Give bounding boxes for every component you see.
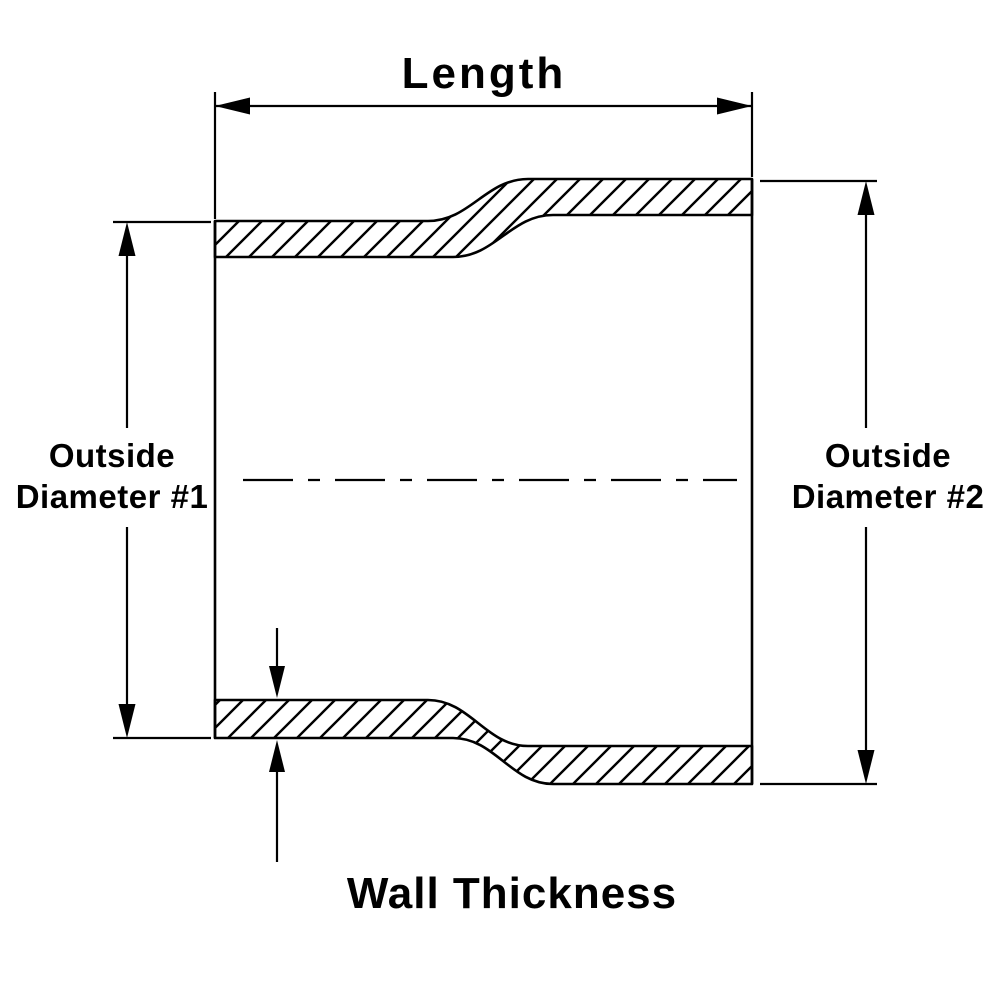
- arrow-up-icon: [857, 181, 875, 215]
- arrow-down-icon: [269, 666, 285, 698]
- od2-label-line2: Diameter #2: [792, 478, 985, 515]
- arrow-right-icon: [717, 97, 752, 115]
- arrow-left-icon: [215, 97, 250, 115]
- wall-thickness-dimension: Wall Thickness: [269, 628, 677, 918]
- length-dimension: Length: [213, 49, 754, 219]
- od1-label-line2: Diameter #1: [16, 478, 209, 515]
- arrow-down-icon: [118, 704, 136, 738]
- bottom-wall: [213, 698, 754, 786]
- od2-dimension: Outside Diameter #2: [760, 179, 985, 786]
- arrow-down-icon: [857, 750, 875, 784]
- od1-dimension: Outside Diameter #1: [16, 220, 211, 740]
- coupler-body: [213, 177, 754, 786]
- top-wall: [213, 177, 754, 259]
- length-label: Length: [402, 49, 567, 98]
- wall-thickness-label: Wall Thickness: [347, 869, 677, 918]
- arrow-up-icon: [269, 740, 285, 772]
- arrow-up-icon: [118, 222, 136, 256]
- od2-label-line1: Outside: [825, 437, 951, 474]
- od1-label-line1: Outside: [49, 437, 175, 474]
